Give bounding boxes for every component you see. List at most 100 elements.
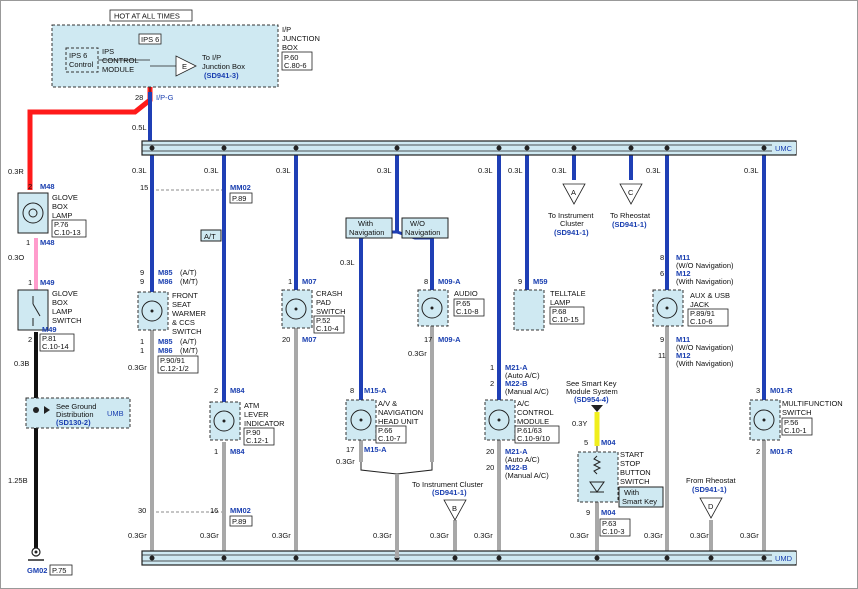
c9-m11: M11 — [676, 253, 690, 262]
c7-wtop: 0.3L — [508, 166, 523, 175]
c10-n1: MULTIFUNCTION — [782, 399, 843, 408]
c9-n1: AUX & USB — [690, 291, 730, 300]
c1-p1: P.90/91 — [160, 356, 185, 365]
c2-p1: P.90 — [246, 428, 260, 437]
c1-m86bs: (M/T) — [180, 346, 198, 355]
bus-dots — [149, 145, 767, 561]
c7-sk2: Module System — [566, 387, 618, 396]
to-ipjb-1: To I/P — [202, 53, 221, 62]
c8-wend: 0.3Gr — [690, 531, 709, 540]
to-ipjb-2: Junction Box — [202, 62, 245, 71]
a-connector-symbol — [562, 183, 586, 205]
c5-name: AUDIO — [454, 289, 478, 298]
gm02-label: GM02 — [27, 566, 47, 575]
c3-n2: PAD — [316, 298, 331, 307]
c8-fromrheoref: (SD941-1) — [692, 485, 727, 494]
c6-m21a: M21-A — [505, 363, 528, 372]
ipg-label: I/P-G — [156, 93, 174, 102]
c9-p1: P.89/91 — [690, 309, 715, 318]
c1-m85s: (A/T) — [180, 268, 197, 277]
c2-pin16: 16 — [210, 506, 218, 515]
c2-pin1: 1 — [214, 447, 218, 456]
c3-pin1: 1 — [288, 277, 292, 286]
c8-tc1: To Instrument — [548, 211, 594, 220]
c8-wtop: 0.3L — [552, 166, 567, 175]
umb-label: UMB — [107, 409, 124, 418]
c4-wmid: 0.3L — [340, 258, 355, 267]
c6-p2: C.10-9/10 — [517, 434, 550, 443]
c10-n2: SWITCH — [782, 408, 812, 417]
c3-p1: P.52 — [316, 316, 330, 325]
wire-merge — [360, 462, 433, 475]
gd-2: Distribution — [56, 410, 94, 419]
c3-wend: 0.3Gr — [272, 531, 291, 540]
c7-m04b: M04 — [601, 508, 616, 517]
to-ipjb-ref: (SD941-3) — [204, 71, 239, 80]
c4-with-2: Navigation — [349, 228, 384, 237]
c2-mm02b-page: P.89 — [232, 517, 246, 526]
c8-c: C — [628, 188, 634, 197]
start-stop-button-switch — [577, 451, 619, 503]
c10-m01a: M01-R — [770, 386, 793, 395]
c9-n2: JACK — [690, 300, 709, 309]
c5-m09a: M09-A — [438, 277, 461, 286]
gb-lamp-2: BOX — [52, 202, 68, 211]
gb-lamp-p2: C.10-13 — [54, 228, 81, 237]
gb-sw-p2: C.10-14 — [42, 342, 69, 351]
c7-n2-3: BUTTON — [620, 468, 651, 477]
gb-sw-2: BOX — [52, 298, 68, 307]
c1-m86: M86 — [158, 277, 173, 286]
c1-n1: FRONT — [172, 291, 198, 300]
c6-m21as: (Auto A/C) — [505, 371, 540, 380]
c2-mm02b: MM02 — [230, 506, 251, 515]
c2-at: A/T — [204, 232, 216, 241]
c6-n3: MODULE — [517, 417, 549, 426]
c5-m09b: M09-A — [438, 335, 461, 344]
blue-wires — [150, 150, 766, 402]
gb-03o: 0.3O — [8, 253, 24, 262]
c4-pin17: 17 — [346, 445, 354, 454]
gray-wires — [150, 326, 766, 558]
c1-pin30: 30 — [138, 506, 146, 515]
gb-m49a: M49 — [40, 278, 55, 287]
c3-wtop: 0.3L — [276, 166, 291, 175]
c1-p2: C.12-1/2 — [160, 364, 189, 373]
c2-mm02: MM02 — [230, 183, 251, 192]
c6-m22b: M22-B — [505, 379, 528, 388]
c2-p2: C.12-1 — [246, 436, 269, 445]
c7-m59: M59 — [533, 277, 548, 286]
c7-m04a: M04 — [601, 438, 616, 447]
hot-label-box — [109, 9, 193, 22]
c4-wo-2: Navigation — [405, 228, 440, 237]
c7-wy: 0.3Y — [572, 419, 587, 428]
c7-skref: (SD954-4) — [574, 395, 609, 404]
gb-pin2a: 2 — [28, 182, 32, 191]
c1-pin1a: 1 — [140, 337, 144, 346]
c1-wbot: 0.3Gr — [128, 363, 147, 372]
c7-p1: P.68 — [552, 307, 566, 316]
c1-m85bs: (A/T) — [180, 337, 197, 346]
e-label: E — [182, 62, 187, 71]
c4-wbot: 0.3Gr — [336, 457, 355, 466]
gb-sw-4: SWITCH — [52, 316, 82, 325]
c2-n1: ATM — [244, 401, 259, 410]
c6-wend: 0.3Gr — [474, 531, 493, 540]
gd-1: See Ground — [56, 402, 96, 411]
c6-pin2: 2 — [490, 379, 494, 388]
umd-bus — [141, 550, 797, 566]
ipjb-page-1: P.60 — [284, 53, 298, 62]
c3-p2: C.10-4 — [316, 324, 339, 333]
c1-wtop: 0.3L — [132, 166, 147, 175]
c10-m01b: M01-R — [770, 447, 793, 456]
c7-pin9: 9 — [518, 277, 522, 286]
c10-wend: 0.3Gr — [740, 531, 759, 540]
c2-m84a: M84 — [230, 386, 245, 395]
gm02-page: P.75 — [52, 566, 66, 575]
c7-n2-1: START — [620, 450, 644, 459]
ips6-control-2: Control — [69, 60, 94, 69]
c3-pin20: 20 — [282, 335, 290, 344]
c7-pin9b: 9 — [586, 508, 590, 517]
c4-p2: C.10-7 — [378, 434, 401, 443]
